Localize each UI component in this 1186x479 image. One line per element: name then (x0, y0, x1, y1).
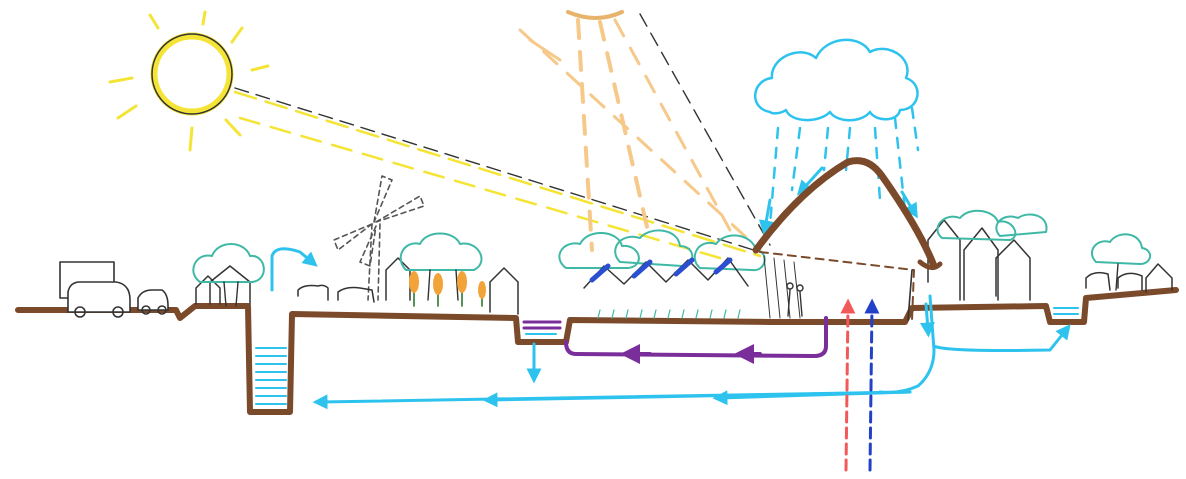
trees (193, 211, 1150, 306)
geothermal-arrows (846, 306, 872, 470)
sun-icon (110, 12, 268, 150)
groundwater-flow-arrows (320, 296, 1066, 402)
truck-icon (60, 262, 130, 317)
earth-covered-dome (756, 161, 940, 320)
cattle (298, 273, 1142, 302)
rain-cloud-icon (755, 40, 917, 120)
crops (409, 271, 486, 306)
car-icon (138, 290, 168, 314)
greenhouse-panels (584, 258, 748, 288)
grass (598, 310, 740, 318)
sun-rays (235, 14, 770, 258)
sun-top-icon (568, 12, 622, 18)
